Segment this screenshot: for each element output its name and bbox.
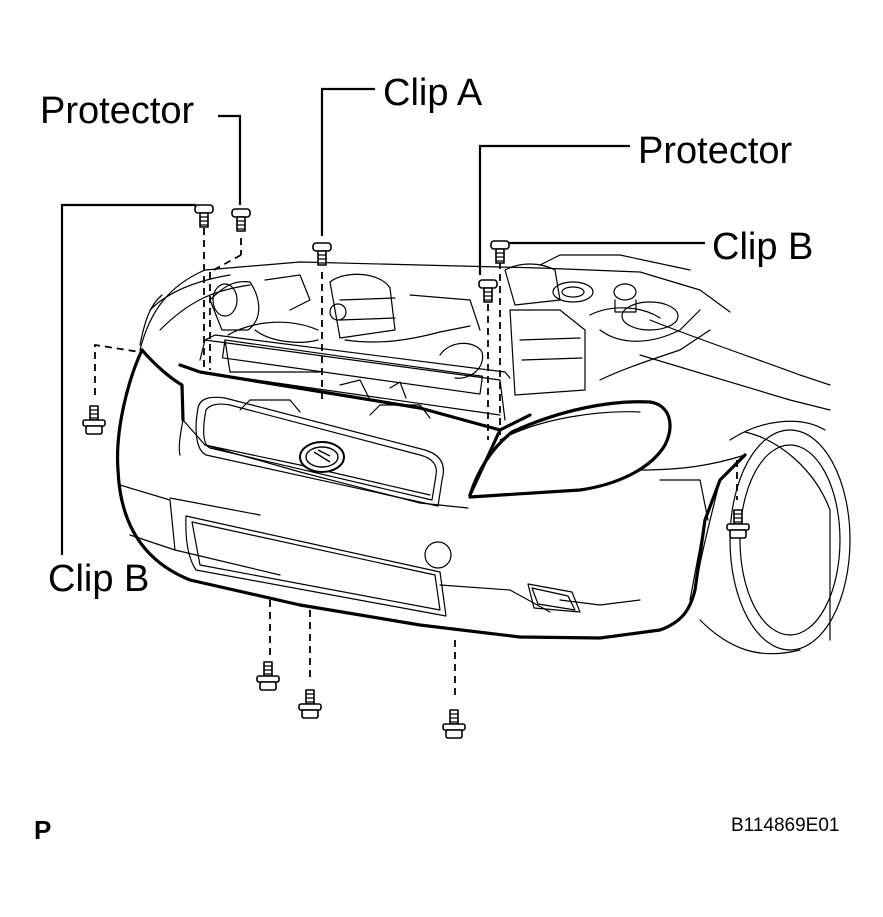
leader-lines	[60, 87, 705, 555]
clip-a-label: Clip A	[383, 72, 483, 114]
clip-b-label-left: Clip B	[48, 558, 150, 600]
clip-b-fastener-top-left	[194, 204, 214, 228]
view-code-label: P	[34, 815, 52, 845]
protector-label-left: Protector	[40, 90, 195, 132]
protector-fastener-left	[231, 208, 251, 232]
radiator-support	[199, 334, 511, 421]
clip-a-fastener	[312, 242, 332, 266]
side-vent	[527, 583, 581, 613]
clip-b-label-right: Clip B	[712, 226, 814, 268]
front-bumper-cover[interactable]	[115, 348, 747, 640]
upper-grille	[195, 396, 445, 507]
screw-lower-1	[256, 661, 280, 691]
headlight	[468, 400, 746, 499]
installation-lines	[94, 228, 738, 700]
lower-grille	[185, 515, 447, 617]
clip-b-fastener-left-side	[82, 405, 106, 435]
engine-bay	[139, 254, 731, 419]
protector-label-right: Protector	[638, 130, 793, 172]
clip-b-fastener-top-right	[490, 240, 510, 264]
figure-id-label: B114869E01	[731, 815, 840, 836]
screw-lower-2	[298, 689, 322, 719]
screw-wheel-well	[726, 509, 750, 539]
screw-lower-3	[442, 709, 466, 739]
fender-and-wheel	[139, 274, 851, 655]
protector-fastener-right	[478, 279, 498, 303]
